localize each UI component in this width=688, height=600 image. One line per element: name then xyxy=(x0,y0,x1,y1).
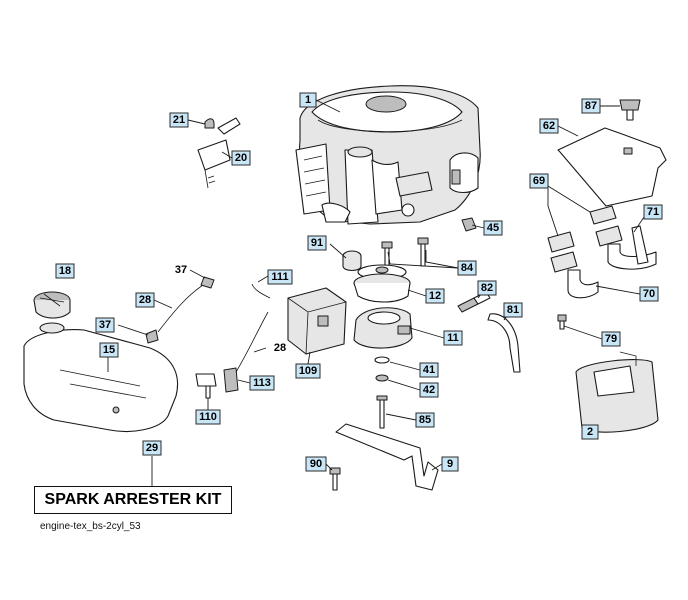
leader-lines xyxy=(107,99,647,486)
svg-text:20: 20 xyxy=(235,152,247,164)
callout-15: 15 xyxy=(99,342,119,358)
callout-81: 81 xyxy=(503,302,523,318)
throttle-control-illustration xyxy=(197,117,241,189)
diagram-reference-code: engine-tex_bs-2cyl_53 xyxy=(40,521,141,532)
callout-110: 110 xyxy=(195,409,221,425)
fuel-cap-illustration xyxy=(33,291,71,319)
muffler-illustration xyxy=(575,351,659,433)
svg-text:28: 28 xyxy=(274,342,286,354)
callout-2: 2 xyxy=(581,424,599,440)
callout-69: 69 xyxy=(529,173,549,189)
svg-text:111: 111 xyxy=(271,271,288,283)
svg-text:12: 12 xyxy=(429,290,441,302)
svg-text:45: 45 xyxy=(487,222,499,234)
svg-text:2: 2 xyxy=(587,426,593,438)
svg-text:15: 15 xyxy=(103,344,115,356)
callouts: 1 21 20 87 62 69 71 45 91 84 37 111 18 2… xyxy=(55,92,663,472)
svg-text:69: 69 xyxy=(533,175,545,187)
callout-12: 12 xyxy=(425,288,445,304)
callout-41: 41 xyxy=(419,362,439,378)
callout-18: 18 xyxy=(55,263,75,279)
exhaust-pipes-illustration xyxy=(567,225,657,299)
callout-85: 85 xyxy=(415,412,435,428)
callout-45: 45 xyxy=(483,220,503,236)
callout-62: 62 xyxy=(539,118,559,134)
callout-87: 87 xyxy=(581,98,601,114)
svg-text:109: 109 xyxy=(299,365,317,377)
bolt-90-illustration xyxy=(329,467,341,491)
callout-37b: 37 xyxy=(95,317,115,333)
svg-text:62: 62 xyxy=(543,120,555,132)
svg-text:82: 82 xyxy=(481,282,493,294)
svg-text:113: 113 xyxy=(253,377,271,389)
svg-text:42: 42 xyxy=(423,384,435,396)
callout-1: 1 xyxy=(299,92,317,108)
pulley-illustration xyxy=(353,264,411,303)
callout-70: 70 xyxy=(639,286,659,302)
svg-text:79: 79 xyxy=(605,333,617,345)
svg-text:91: 91 xyxy=(311,237,323,249)
svg-text:28: 28 xyxy=(139,294,151,306)
svg-text:37: 37 xyxy=(175,264,187,276)
callout-42: 42 xyxy=(419,382,439,398)
fuel-tank-illustration xyxy=(23,322,178,433)
spacer-illustration xyxy=(342,250,362,272)
callout-20: 20 xyxy=(231,150,251,166)
spark-arrester-kit-label: SPARK ARRESTER KIT xyxy=(34,486,232,514)
callout-109: 109 xyxy=(295,363,321,379)
svg-text:37: 37 xyxy=(99,319,111,331)
svg-text:21: 21 xyxy=(173,114,185,126)
heat-shield-illustration xyxy=(557,127,667,207)
knob-illustration xyxy=(619,99,641,121)
engine-bolts-illustration xyxy=(381,217,477,271)
gaskets-illustration xyxy=(547,205,623,273)
callout-79: 79 xyxy=(601,331,621,347)
svg-text:41: 41 xyxy=(423,364,435,376)
svg-text:85: 85 xyxy=(419,414,431,426)
svg-text:84: 84 xyxy=(461,262,474,274)
callout-111: 111 xyxy=(267,269,293,285)
callout-84: 84 xyxy=(457,260,477,276)
bracket-9-illustration xyxy=(335,423,439,491)
svg-text:1: 1 xyxy=(305,94,311,106)
fuel-hose-81-illustration xyxy=(487,313,521,373)
fuel-pump-illustration xyxy=(287,287,347,355)
callout-82: 82 xyxy=(477,280,497,296)
callout-37a: 37 xyxy=(175,264,187,276)
fuel-filter-illustration xyxy=(195,367,239,399)
callout-113: 113 xyxy=(249,375,275,391)
washers-bolt-illustration xyxy=(374,356,390,429)
bolt-79-illustration xyxy=(557,314,567,330)
svg-text:81: 81 xyxy=(507,304,519,316)
callout-9: 9 xyxy=(441,456,459,472)
fuel-lines-illustration xyxy=(145,276,271,373)
svg-text:11: 11 xyxy=(447,332,459,344)
callout-71: 71 xyxy=(643,204,663,220)
callout-21: 21 xyxy=(169,112,189,128)
callout-28a: 28 xyxy=(135,292,155,308)
svg-text:29: 29 xyxy=(146,442,158,454)
callout-29: 29 xyxy=(142,440,162,456)
svg-text:110: 110 xyxy=(199,411,217,423)
svg-text:87: 87 xyxy=(585,100,597,112)
callout-11: 11 xyxy=(443,330,463,346)
svg-text:90: 90 xyxy=(310,458,322,470)
callout-91: 91 xyxy=(307,235,327,251)
svg-text:70: 70 xyxy=(643,288,655,300)
svg-text:71: 71 xyxy=(647,206,659,218)
svg-text:9: 9 xyxy=(447,458,453,470)
engine-illustration xyxy=(295,85,481,225)
callout-90: 90 xyxy=(305,456,327,472)
clutch-illustration xyxy=(353,307,413,349)
svg-text:18: 18 xyxy=(59,265,71,277)
callout-28b: 28 xyxy=(274,342,286,354)
